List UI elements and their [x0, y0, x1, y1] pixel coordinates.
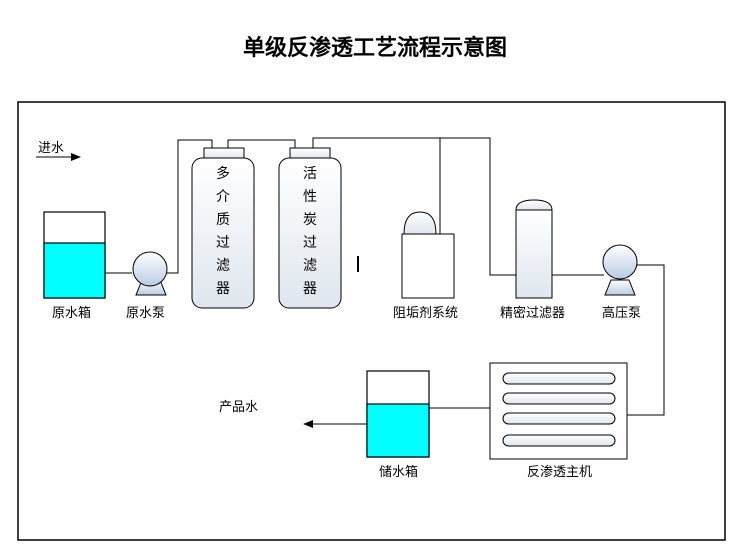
filter1-label: 多 介 质 过 滤 器 [216, 165, 234, 297]
filter2-char: 器 [303, 281, 317, 297]
ro-unit [489, 362, 628, 460]
storage-tank-label: 储水箱 [379, 464, 418, 480]
high-pressure-pump-icon [602, 244, 638, 296]
scale-inhibitor-system [401, 211, 455, 299]
raw-tank-label: 原水箱 [52, 305, 91, 321]
filter2-char: 性 [303, 189, 317, 205]
storage-tank-water-level [366, 403, 430, 458]
ro-unit-label: 反渗透主机 [527, 465, 592, 480]
filter2-char: 滤 [303, 258, 317, 274]
filter2-char: 炭 [303, 212, 317, 228]
raw-water-tank [43, 211, 106, 299]
storage-tank [366, 370, 430, 458]
filter1-char: 质 [216, 212, 230, 228]
raw-pump-label: 原水泵 [126, 306, 165, 321]
ro-membrane [502, 412, 616, 425]
precision-filter-label: 精密过滤器 [500, 305, 565, 321]
ro-membrane [502, 434, 616, 447]
precision-filter [515, 199, 553, 299]
filter2-label: 活 性 炭 过 滤 器 [303, 166, 321, 297]
raw-water-pump-icon [132, 251, 168, 296]
product-water-label: 产品水 [219, 400, 258, 415]
filter2-char: 过 [303, 235, 317, 251]
pipe-filter2-to-precision [312, 137, 516, 276]
pipe-hp-pump-to-ro [627, 264, 665, 416]
filter2-char: 活 [303, 166, 317, 182]
raw-tank-water-level [43, 242, 106, 299]
scale-inhibitor-label: 阻垢剂系统 [393, 306, 458, 321]
filter1-char: 器 [216, 281, 230, 297]
filter1-char: 滤 [216, 258, 230, 274]
diagram-frame [17, 101, 726, 541]
inlet-label: 进水 [38, 141, 64, 156]
ro-membrane [502, 372, 616, 385]
filter1-char: 介 [216, 189, 230, 205]
filter1-char: 多 [216, 165, 230, 182]
pipe-pump-to-filter1 [167, 139, 213, 274]
ro-membrane [502, 392, 616, 405]
multimedia-filter [191, 147, 255, 309]
pipe-filter1-to-filter2 [227, 139, 296, 148]
hp-pump-label: 高压泵 [602, 305, 641, 321]
activated-carbon-filter [278, 147, 342, 309]
diagram-title: 单级反渗透工艺流程示意图 [242, 35, 507, 61]
filter1-char: 过 [216, 235, 230, 251]
